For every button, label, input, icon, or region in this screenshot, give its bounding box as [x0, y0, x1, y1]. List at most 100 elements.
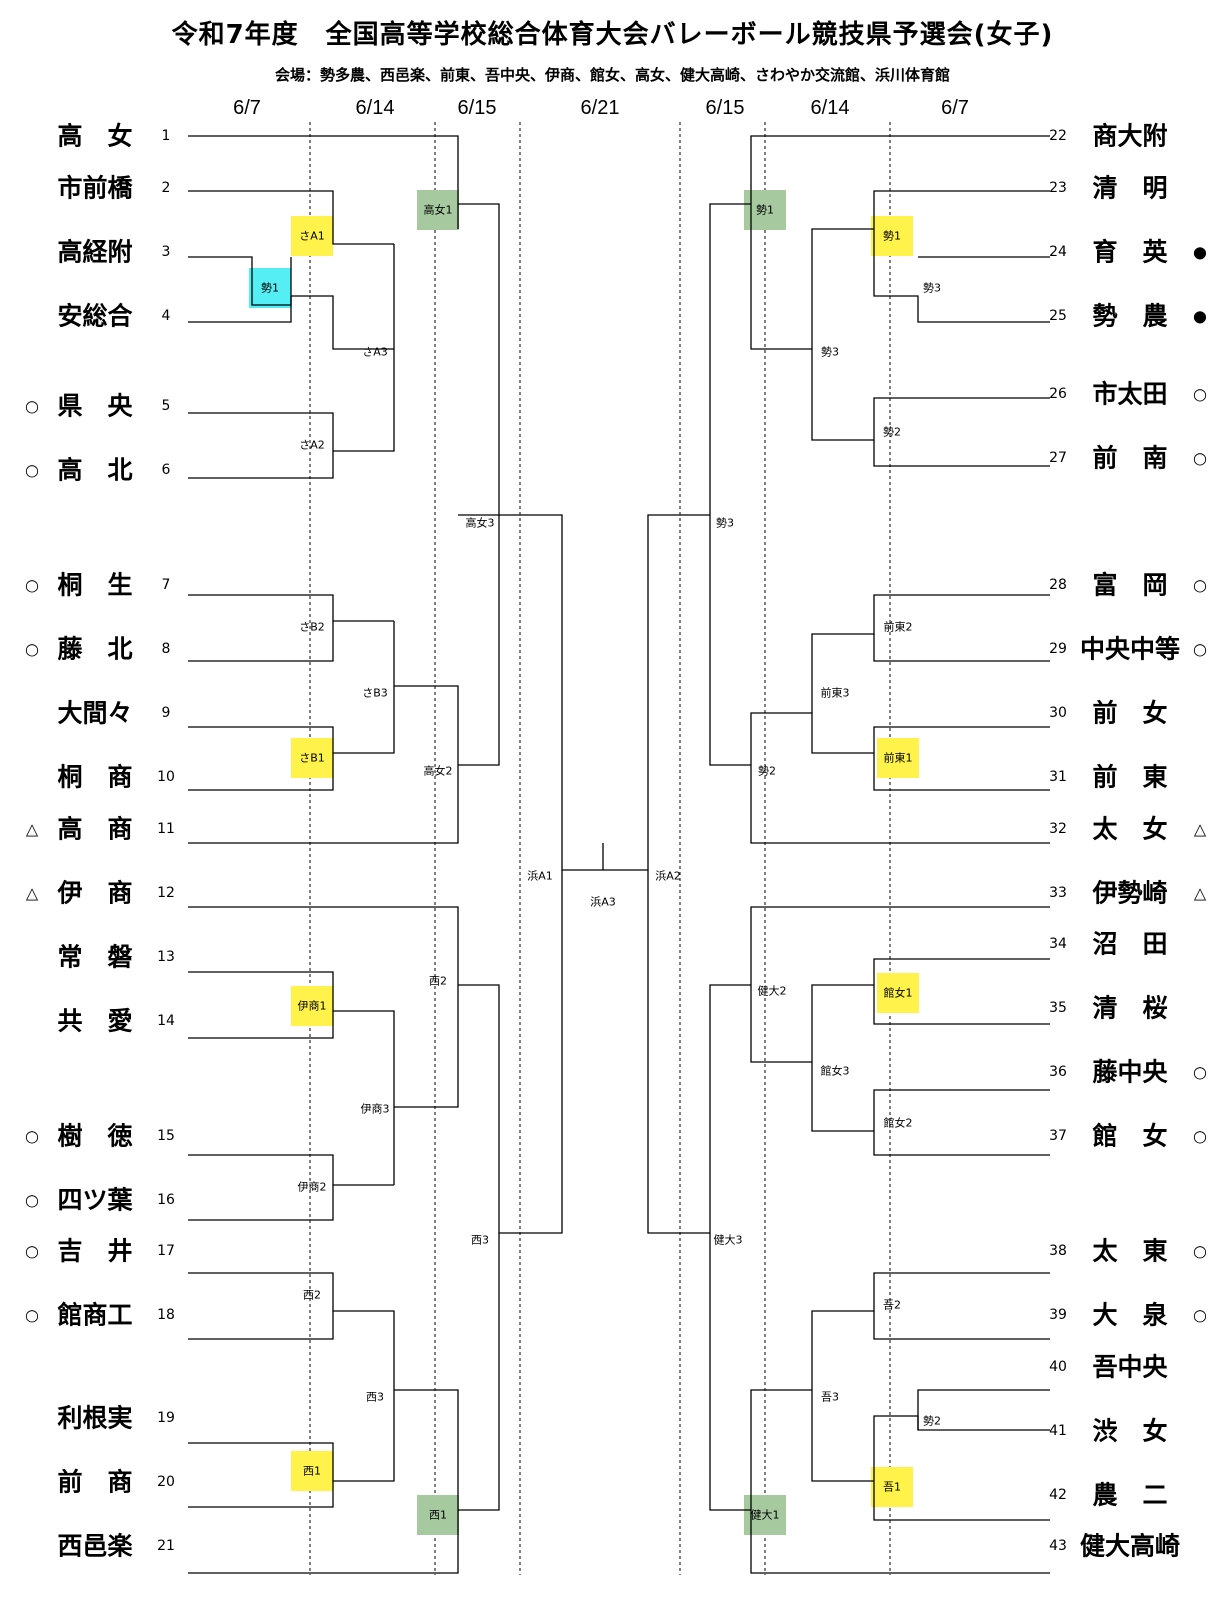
team-number: 37 — [1049, 1128, 1067, 1144]
team-name: 前 女 — [1092, 699, 1167, 728]
bracket-line — [458, 870, 563, 1234]
team-name: 館商工 — [57, 1301, 132, 1330]
match-label: 浜A3 — [590, 896, 616, 909]
seed-mark: ○ — [1193, 1242, 1207, 1261]
team-number: 33 — [1049, 885, 1067, 901]
seed-mark: ○ — [25, 1242, 39, 1261]
team-name: 県 央 — [57, 392, 133, 421]
team-number: 38 — [1049, 1243, 1067, 1259]
team-name: 健大高崎 — [1080, 1532, 1180, 1561]
match-label: 勢1 — [756, 203, 774, 217]
team-number: 20 — [157, 1474, 175, 1490]
seed-mark: ○ — [25, 576, 39, 595]
bracket-line — [750, 1510, 1050, 1574]
bracket-line — [709, 203, 751, 766]
team-number: 4 — [162, 308, 171, 324]
team-name: 前 東 — [1092, 763, 1167, 792]
match-label: 勢1 — [261, 281, 279, 295]
team-number: 21 — [157, 1538, 175, 1554]
bracket-line — [873, 1311, 1050, 1340]
team-name: 高 商 — [57, 815, 132, 844]
team-number: 2 — [162, 180, 171, 196]
team-name: 安総合 — [57, 302, 133, 331]
round-date: 6/7 — [941, 97, 969, 119]
bracket-line — [188, 621, 334, 662]
seed-mark: ○ — [25, 461, 39, 480]
seed-mark: ○ — [1193, 385, 1207, 404]
match-label: 勢2 — [883, 425, 901, 439]
seed-mark: ○ — [25, 1306, 39, 1325]
team-number: 16 — [157, 1192, 175, 1208]
team-name: 太 女 — [1092, 815, 1167, 844]
match-label: 伊商1 — [298, 999, 327, 1013]
bracket-line — [188, 135, 459, 229]
team-name: 伊勢崎 — [1091, 879, 1167, 908]
bracket-line — [811, 228, 1050, 441]
match-label: 西1 — [303, 1465, 321, 1478]
round-divider-lines — [309, 122, 891, 1575]
seed-mark: ○ — [1193, 1063, 1207, 1082]
team-number: 11 — [157, 821, 175, 837]
bracket-line — [873, 1131, 1050, 1156]
team-name: 館 女 — [1092, 1122, 1167, 1151]
team-number: 19 — [157, 1410, 175, 1426]
team-name: 市前橋 — [57, 174, 133, 203]
seed-mark: △ — [26, 820, 39, 839]
seed-mark: △ — [1194, 820, 1207, 839]
round-date: 6/15 — [706, 97, 745, 119]
bracket-line — [750, 712, 874, 765]
match-label: さA3 — [362, 346, 388, 359]
team-name: 富 岡 — [1092, 571, 1167, 600]
seed-mark: ○ — [25, 640, 39, 659]
bracket-line — [188, 1311, 334, 1340]
match-label: 西2 — [429, 975, 447, 988]
bracket-line — [603, 514, 710, 871]
match-highlight — [877, 973, 919, 1013]
bracket-line — [750, 765, 1050, 844]
bracket-line — [873, 190, 1050, 323]
team-number: 23 — [1049, 180, 1067, 196]
team-name: 太 東 — [1092, 1237, 1167, 1266]
round-date: 6/14 — [811, 97, 850, 119]
team-name: 清 桜 — [1092, 994, 1167, 1023]
seed-mark: ○ — [25, 1191, 39, 1210]
bracket-line — [873, 440, 1050, 467]
match-label: 西1 — [429, 1509, 447, 1522]
bracket-line — [188, 1185, 334, 1221]
team-name: 共 愛 — [57, 1007, 132, 1036]
match-label: 勢3 — [923, 281, 941, 295]
bracket-line — [188, 1011, 334, 1039]
match-highlight — [291, 1451, 333, 1491]
match-highlight — [291, 216, 333, 256]
seed-mark: ○ — [1193, 1127, 1207, 1146]
team-number: 42 — [1049, 1487, 1067, 1503]
team-name: 育 英 — [1092, 238, 1168, 267]
bracket-line — [873, 985, 1050, 1025]
team-name: 沼 田 — [1092, 930, 1167, 959]
team-number: 3 — [162, 244, 171, 260]
bracket-line — [188, 594, 394, 622]
seed-mark: ○ — [25, 1127, 39, 1146]
match-label: 館女2 — [884, 1116, 913, 1130]
bracket-line — [917, 1389, 1050, 1431]
team-name: 大間々 — [57, 699, 132, 728]
match-highlight — [417, 1495, 459, 1535]
match-label: 勢2 — [923, 1414, 941, 1428]
bracket-line — [811, 984, 874, 1132]
team-number: 10 — [157, 769, 175, 785]
bracket-line — [750, 135, 1050, 350]
match-label: 前東2 — [884, 620, 913, 634]
bracket-line — [873, 958, 1050, 985]
team-number: 26 — [1049, 386, 1067, 402]
team-name: 藤中央 — [1092, 1058, 1168, 1087]
match-label: 浜A1 — [527, 870, 553, 883]
match-label: 勢2 — [758, 764, 776, 778]
match-label: 高女2 — [424, 764, 453, 778]
page-title: 令和7年度 全国高等学校総合体育大会バレーボール競技県予選会(女子) — [171, 20, 1054, 50]
team-name: 利根実 — [57, 1404, 132, 1433]
match-highlight — [249, 268, 291, 308]
match-label: 西2 — [303, 1289, 321, 1302]
bracket-line — [873, 634, 1050, 662]
match-label: 吾3 — [821, 1391, 839, 1404]
